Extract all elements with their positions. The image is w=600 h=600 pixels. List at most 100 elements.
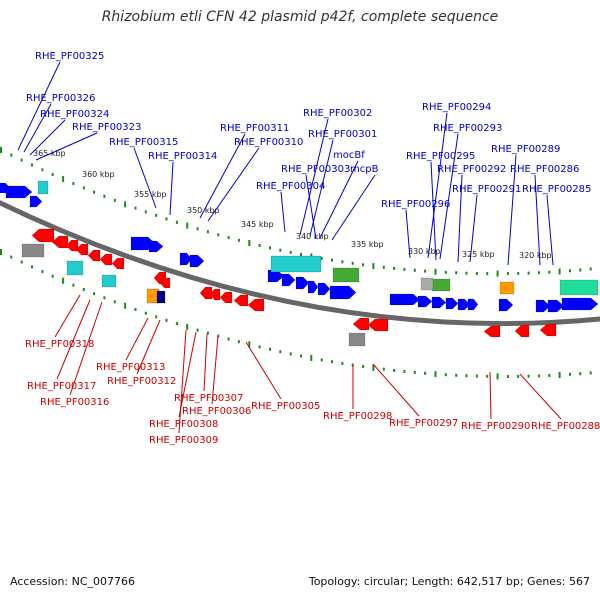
gene-label-rhe-pf00323[interactable]: RHE_PF00323 xyxy=(72,122,141,133)
feature-box[interactable] xyxy=(420,277,434,291)
reverse-gene-arrow[interactable] xyxy=(352,317,370,331)
feature-box[interactable] xyxy=(156,290,166,304)
forward-gene-arrow[interactable] xyxy=(281,273,296,287)
forward-gene-arrow[interactable] xyxy=(317,282,331,296)
gene-label-rhe-pf00305[interactable]: RHE_PF00305 xyxy=(251,401,320,412)
feature-box[interactable] xyxy=(21,243,45,258)
reverse-gene-arrow[interactable] xyxy=(159,277,171,289)
forward-gene-arrow[interactable] xyxy=(547,299,565,313)
forward-gene-arrow[interactable] xyxy=(295,276,310,290)
forward-gene-arrow[interactable] xyxy=(457,298,471,311)
forward-gene-arrow[interactable] xyxy=(445,297,459,310)
leader-line xyxy=(427,112,448,259)
gene-label-rhe-pf00298[interactable]: RHE_PF00298 xyxy=(323,411,392,422)
scale-tick xyxy=(82,288,85,291)
feature-box[interactable] xyxy=(348,332,366,347)
feature-box[interactable] xyxy=(101,274,117,288)
feature-box[interactable] xyxy=(559,279,599,296)
gene-label-rhe-pf00297[interactable]: RHE_PF00297 xyxy=(389,418,458,429)
reverse-gene-arrow[interactable] xyxy=(247,298,265,312)
gene-label-rhe-pf00326[interactable]: RHE_PF00326 xyxy=(26,93,95,104)
gene-label-mcpb[interactable]: mcpB xyxy=(350,164,379,175)
scale-tick xyxy=(289,250,292,254)
reverse-gene-arrow[interactable] xyxy=(75,243,89,256)
gene-label-rhe-pf00296[interactable]: RHE_PF00296 xyxy=(381,199,450,210)
gene-label-rhe-pf00290[interactable]: RHE_PF00290 xyxy=(461,421,530,432)
reverse-gene-arrow[interactable] xyxy=(514,324,530,338)
gene-label-rhe-pf00306[interactable]: RHE_PF00306 xyxy=(182,406,251,417)
gene-label-rhe-pf00316[interactable]: RHE_PF00316 xyxy=(40,397,109,408)
gene-label-rhe-pf00324[interactable]: RHE_PF00324 xyxy=(40,109,109,120)
gene-label-mocbf[interactable]: mocBf xyxy=(333,150,365,161)
feature-box[interactable] xyxy=(66,260,84,276)
scale-tick xyxy=(248,240,251,246)
scale-tick xyxy=(186,323,189,330)
gene-label-rhe-pf00289[interactable]: RHE_PF00289 xyxy=(491,144,560,155)
gene-label-rhe-pf00285[interactable]: RHE_PF00285 xyxy=(522,184,591,195)
reverse-gene-arrow[interactable] xyxy=(219,291,233,304)
forward-gene-arrow[interactable] xyxy=(561,297,599,311)
forward-gene-arrow[interactable] xyxy=(189,254,205,268)
feature-box[interactable] xyxy=(37,180,49,195)
gene-label-rhe-pf00304[interactable]: RHE_PF00304 xyxy=(256,181,325,192)
scale-tick xyxy=(41,270,44,274)
gene-label-rhe-pf00291[interactable]: RHE_PF00291 xyxy=(452,184,521,195)
gene-label-rhe-pf00292[interactable]: RHE_PF00292 xyxy=(437,164,506,175)
forward-gene-arrow[interactable] xyxy=(498,298,514,312)
forward-gene-arrow[interactable] xyxy=(431,296,447,309)
gene-label-rhe-pf00288[interactable]: RHE_PF00288 xyxy=(531,421,600,432)
gene-label-rhe-pf00314[interactable]: RHE_PF00314 xyxy=(148,151,217,162)
gene-label-rhe-pf00286[interactable]: RHE_PF00286 xyxy=(510,164,579,175)
reverse-gene-arrow[interactable] xyxy=(99,253,113,266)
reverse-gene-arrow[interactable] xyxy=(199,286,213,300)
scale-tick xyxy=(144,311,147,315)
gene-label-rhe-pf00295[interactable]: RHE_PF00295 xyxy=(406,151,475,162)
scale-tick xyxy=(424,371,427,375)
scale-tick xyxy=(569,372,571,376)
forward-gene-arrow[interactable] xyxy=(5,185,33,199)
forward-gene-arrow[interactable] xyxy=(389,293,421,306)
forward-gene-arrow[interactable] xyxy=(329,285,357,300)
reverse-gene-arrow[interactable] xyxy=(209,288,221,301)
reverse-gene-arrow[interactable] xyxy=(539,323,557,337)
gene-label-rhe-pf00315[interactable]: RHE_PF00315 xyxy=(109,137,178,148)
gene-label-rhe-pf00310[interactable]: RHE_PF00310 xyxy=(234,137,303,148)
scale-tick xyxy=(82,186,85,190)
reverse-gene-arrow[interactable] xyxy=(87,249,101,262)
reverse-gene-arrow[interactable] xyxy=(483,325,501,338)
gene-label-rhe-pf00301[interactable]: RHE_PF00301 xyxy=(308,129,377,140)
gene-label-rhe-pf00309[interactable]: RHE_PF00309 xyxy=(149,435,218,446)
leader-line xyxy=(17,61,61,151)
reverse-gene-arrow[interactable] xyxy=(31,228,55,243)
reverse-gene-arrow[interactable] xyxy=(111,257,125,270)
forward-gene-arrow[interactable] xyxy=(467,298,479,311)
forward-gene-arrow[interactable] xyxy=(307,280,319,294)
reverse-gene-arrow[interactable] xyxy=(233,294,249,307)
gene-label-rhe-pf00303[interactable]: RHE_PF00303 xyxy=(281,164,350,175)
leader-line xyxy=(519,373,562,420)
feature-box[interactable] xyxy=(431,278,451,292)
gene-label-rhe-pf00318[interactable]: RHE_PF00318 xyxy=(25,339,94,350)
feature-box[interactable] xyxy=(270,255,322,273)
forward-gene-arrow[interactable] xyxy=(417,295,433,308)
scale-tick xyxy=(434,371,437,378)
scale-tick xyxy=(444,373,447,377)
forward-gene-arrow[interactable] xyxy=(535,299,551,313)
gene-label-rhe-pf00312[interactable]: RHE_PF00312 xyxy=(107,376,176,387)
gene-label-rhe-pf00294[interactable]: RHE_PF00294 xyxy=(422,102,491,113)
gene-label-rhe-pf00325[interactable]: RHE_PF00325 xyxy=(35,51,104,62)
gene-label-rhe-pf00308[interactable]: RHE_PF00308 xyxy=(149,419,218,430)
gene-label-rhe-pf00313[interactable]: RHE_PF00313 xyxy=(96,362,165,373)
gene-label-rhe-pf00293[interactable]: RHE_PF00293 xyxy=(433,123,502,134)
reverse-gene-arrow[interactable] xyxy=(51,235,69,249)
forward-gene-arrow[interactable] xyxy=(29,195,43,208)
gene-label-rhe-pf00307[interactable]: RHE_PF00307 xyxy=(174,393,243,404)
forward-gene-arrow[interactable] xyxy=(148,240,164,253)
gene-label-rhe-pf00317[interactable]: RHE_PF00317 xyxy=(27,381,96,392)
gene-label-rhe-pf00302[interactable]: RHE_PF00302 xyxy=(303,108,372,119)
feature-box[interactable] xyxy=(499,281,515,295)
gene-label-rhe-pf00311[interactable]: RHE_PF00311 xyxy=(220,123,289,134)
forward-gene-arrow[interactable] xyxy=(179,252,193,266)
reverse-gene-arrow[interactable] xyxy=(367,318,389,332)
feature-box[interactable] xyxy=(332,267,360,283)
